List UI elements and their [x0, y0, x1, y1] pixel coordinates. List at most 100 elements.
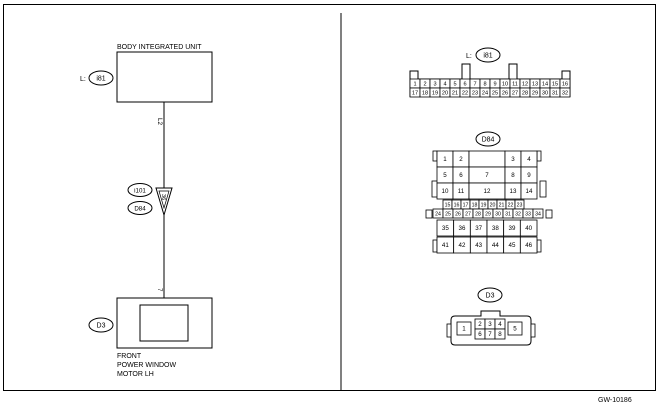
d84-pin-28-label: 28 [475, 211, 481, 217]
figure-code: GW-10186 [598, 397, 632, 404]
wire-top-label: L2 [156, 118, 163, 125]
joint-connector-bottom-id: D84 [134, 206, 146, 213]
i81-id: i81 [483, 53, 492, 60]
i81-pin-16-label: 16 [562, 82, 568, 88]
d3-side-tab-right [530, 323, 536, 338]
d84-pin-31-label: 31 [505, 211, 511, 217]
d84-pin-blank-0-cell [468, 150, 506, 168]
body-unit-connector-prefix: L: [80, 76, 86, 83]
d84-id: D84 [482, 137, 495, 144]
d84-pin-4-label: 4 [527, 156, 531, 163]
i81-pin-12-label: 12 [522, 82, 528, 88]
d84-pin-37-label: 37 [475, 225, 482, 232]
d84-pin-41-label: 41 [442, 242, 449, 249]
body-unit-connector-oval [88, 70, 114, 86]
i81-pin-7-label: 7 [473, 82, 476, 88]
d3-pin-8-cell [494, 328, 506, 340]
wire-bottom-label: 7 [156, 288, 163, 292]
d3-pin-7-label: 7 [488, 331, 492, 338]
motor-connector-oval [88, 317, 114, 333]
d84-pin-42-label: 42 [459, 242, 466, 249]
joint-connector-top-oval [127, 183, 153, 197]
i81-pin-27-label: 27 [512, 91, 518, 97]
i81-pin-13-label: 13 [532, 82, 538, 88]
d84-pin-12-label: 12 [484, 188, 491, 195]
i81-pin-2-label: 2 [423, 82, 426, 88]
d84-oval [475, 131, 501, 147]
i81-pin-22-label: 22 [462, 91, 468, 97]
diagram-frame [3, 4, 656, 391]
d3-pin-6-label: 6 [478, 331, 482, 338]
d3-pin-4-label: 4 [498, 321, 502, 328]
d84-pin-32-label: 32 [515, 211, 521, 217]
i81-pin-9-label: 9 [493, 82, 496, 88]
d84-pin-20-label: 20 [490, 202, 496, 208]
d84-pin-44-label: 44 [492, 242, 499, 249]
i81-pin-1-label: 1 [413, 82, 416, 88]
d3-side-tab-left [446, 323, 452, 338]
d84-latch-left-top [432, 150, 438, 162]
d84-pin-19-label: 19 [481, 202, 487, 208]
joint-connector-top-id: i101 [134, 188, 146, 195]
d84-pin-7-label: 7 [485, 172, 489, 179]
d84-pin-24-label: 24 [435, 211, 441, 217]
i81-pin-4-label: 4 [443, 82, 446, 88]
d3-pin-8-label: 8 [498, 331, 502, 338]
d84-pin-25-label: 25 [445, 211, 451, 217]
d3-oval [477, 287, 503, 303]
d84-pin-11-label: 11 [458, 188, 465, 195]
d84-pin-29-label: 29 [485, 211, 491, 217]
d84-pin-43-label: 43 [475, 242, 482, 249]
i81-pin-26-label: 26 [502, 91, 508, 97]
d84-pin-30-label: 30 [495, 211, 501, 217]
joint-connector-inner [158, 190, 170, 210]
d84-pin-23-label: 23 [517, 202, 523, 208]
i81-pin-20-label: 20 [442, 91, 448, 97]
joint-connector-bottom-oval [127, 201, 153, 215]
i81-pin-30-label: 30 [542, 91, 548, 97]
d84-latch-right-bottom [536, 239, 542, 253]
d84-pin-45-label: 45 [509, 242, 516, 249]
d84-pin-10-label: 10 [442, 188, 449, 195]
d84-pin-34-label: 34 [535, 211, 541, 217]
d84-pin-14-label: 14 [526, 188, 533, 195]
i81-pin-6-label: 6 [463, 82, 466, 88]
i81-pin-28-label: 28 [522, 91, 528, 97]
i81-pin-17-label: 17 [412, 91, 418, 97]
left-panel: BODY INTEGRATED UNIT L: i81 L2 i101 D84 … [80, 44, 213, 378]
i81-pin-21-label: 21 [452, 91, 458, 97]
d3-pin-1-label: 1 [462, 326, 466, 333]
d84-latch-right-low [545, 209, 553, 219]
d84-pin-22-label: 22 [508, 202, 514, 208]
d84-pin-18-label: 18 [472, 202, 478, 208]
motor-label-line-2: POWER WINDOW [117, 362, 176, 369]
d84-pin-16-label: 16 [454, 202, 460, 208]
d3-id: D3 [486, 293, 495, 300]
joint-connector-pin: 36 [160, 194, 166, 200]
i81-pin-10-label: 10 [502, 82, 508, 88]
d84-pin-9-label: 9 [527, 172, 531, 179]
i81-pin-24-label: 24 [482, 91, 488, 97]
body-unit-title: BODY INTEGRATED UNIT [117, 44, 202, 51]
i81-pin-29-label: 29 [532, 91, 538, 97]
d84-pin-27-label: 27 [465, 211, 471, 217]
d84-pin-34-cell [532, 208, 544, 219]
d3-pin-2-label: 2 [478, 321, 482, 328]
d3-pin-5-label: 5 [513, 326, 517, 333]
d84-pin-46-cell [519, 236, 538, 254]
body-unit-connector-id: i81 [96, 76, 105, 83]
d84-latch-left-low [425, 209, 433, 219]
d84-pin-14-cell [520, 182, 538, 200]
d84-latch-right-top [536, 150, 542, 162]
motor-connector-box [139, 304, 189, 342]
body-unit-box [116, 51, 213, 103]
motor-label-line-3: MOTOR LH [117, 371, 154, 378]
d84-pin-6-label: 6 [459, 172, 463, 179]
d84-pin-8-label: 8 [511, 172, 515, 179]
